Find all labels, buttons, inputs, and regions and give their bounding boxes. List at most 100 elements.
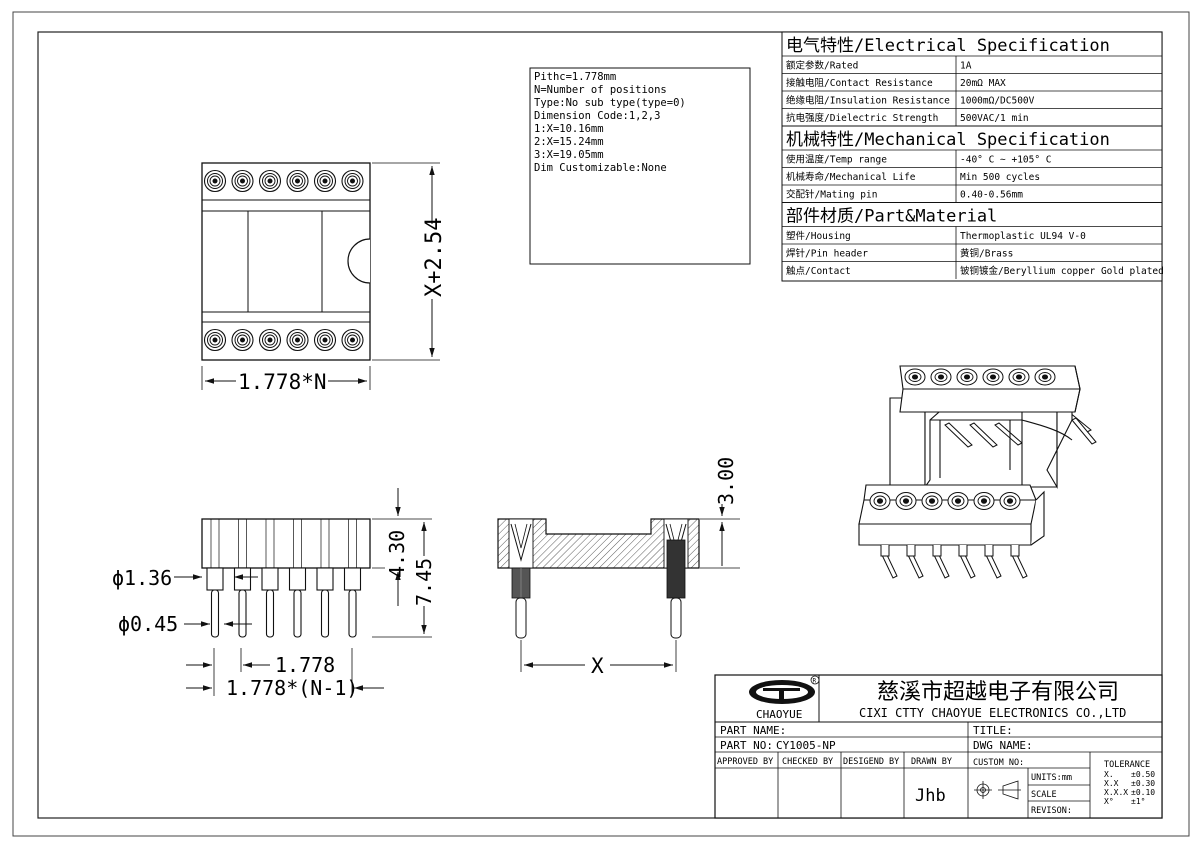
- note-line: 2:X=15.24mm: [534, 136, 604, 148]
- cross-section-view: [497, 518, 700, 639]
- iso-pin: [906, 545, 924, 579]
- tolerance-key: X°: [1104, 797, 1114, 806]
- contact-hole-icon: [203, 169, 227, 193]
- dim-pitch: 1.778: [275, 653, 335, 677]
- tolerance-value: ±1°: [1131, 797, 1145, 806]
- isometric-view: [858, 365, 1097, 579]
- spec-label: 抗电强度/Dielectric Strength: [786, 112, 938, 124]
- spec-section-header: 部件材质/Part&Material: [786, 207, 997, 227]
- side-pin: [316, 519, 334, 638]
- spec-value: 0.40-0.56mm: [960, 190, 1023, 201]
- contact-hole-icon: [231, 328, 254, 352]
- side-pin: [261, 519, 279, 638]
- contact-hole-icon: [231, 169, 254, 193]
- side-pin: [206, 519, 224, 638]
- spec-label: 额定参数/Rated: [786, 60, 858, 72]
- iso-pin: [880, 545, 898, 579]
- iso-back-pin: [944, 422, 973, 448]
- side-pin: [343, 519, 362, 638]
- iso-hole-icon: [904, 368, 926, 386]
- note-line: 3:X=19.05mm: [534, 149, 604, 161]
- iso-pin: [932, 545, 950, 579]
- spec-value: Min 500 cycles: [960, 172, 1040, 183]
- iso-back-pin: [994, 422, 1023, 446]
- tolerance-value: ±0.30: [1131, 779, 1155, 788]
- note-line: N=Number of positions: [534, 84, 667, 96]
- dim-width-top: 1.778*N: [201, 366, 371, 394]
- drawn-by-value: Jhb: [915, 786, 946, 806]
- note-line: Dim Customizable:None: [534, 162, 667, 174]
- scale-label: SCALE: [1031, 790, 1057, 800]
- spec-label: 机械寿命/Mechanical Life: [786, 171, 916, 183]
- contact-hole-icon: [258, 169, 282, 193]
- contact-hole-icon: [203, 328, 227, 352]
- spec-value: 1000mΩ/DC500V: [960, 96, 1035, 107]
- dim-width-label: 1.778*N: [238, 370, 327, 394]
- dim-pin-diameter: ϕ0.45: [118, 612, 178, 636]
- inner-border: [37, 31, 1163, 819]
- dwg-name-label: DWG NAME:: [973, 739, 1033, 752]
- dim-x-label: X: [591, 654, 604, 678]
- spec-label: 绝缘电阻/Insulation Resistance: [786, 95, 950, 107]
- tolerance-key: X.X: [1104, 779, 1119, 788]
- title-block: R CHAOYUE 慈溪市超越电子有限公司 CIXI CTTY CHAOYUE …: [714, 674, 1163, 819]
- dim-total-height: 7.45: [412, 558, 436, 606]
- iso-hole-icon: [1008, 368, 1030, 386]
- iso-pin: [984, 545, 1002, 579]
- iso-hole-icon: [947, 492, 969, 510]
- dim-body-height: 4.30: [385, 530, 409, 578]
- cross-section-dims: 3.00 X: [520, 452, 740, 678]
- company-logo: R CHAOYUE: [749, 675, 820, 721]
- dim-body-diameter: ϕ1.36: [112, 566, 172, 590]
- top-view: [201, 162, 371, 361]
- iso-hole-icon: [1034, 368, 1056, 386]
- contact-hole-icon: [258, 328, 282, 352]
- drawn-by-label: DRAWN BY: [911, 757, 952, 767]
- iso-hole-icon: [956, 368, 978, 386]
- spec-section-header: 机械特性/Mechanical Specification: [786, 130, 1110, 150]
- note-line: Pithc=1.778mm: [534, 71, 616, 83]
- spec-label: 交配针/Mating pin: [786, 189, 877, 201]
- contact-hole-icon: [341, 328, 364, 352]
- side-pin: [288, 519, 307, 638]
- spec-label: 塑件/Housing: [786, 230, 851, 242]
- iso-hole-icon: [869, 492, 891, 510]
- spec-value: 20mΩ MAX: [960, 78, 1006, 89]
- spec-value: 铍铜镀金/Beryllium copper Gold plated: [960, 265, 1164, 277]
- company-name-en: CIXI CTTY CHAOYUE ELECTRONICS CO.,LTD: [859, 706, 1126, 720]
- tolerance-title: TOLERANCE: [1104, 760, 1150, 770]
- contact-hole-icon: [286, 328, 309, 352]
- spec-value: 黄铜/Brass: [960, 248, 1013, 260]
- projection-symbol: [974, 780, 1021, 800]
- tolerance-key: X.X.X: [1104, 788, 1128, 797]
- spec-section-header: 电气特性/Electrical Specification: [786, 36, 1110, 56]
- spec-label: 触点/Contact: [786, 265, 851, 277]
- part-no-label: PART NO:: [720, 739, 773, 752]
- spec-table: 电气特性/Electrical Specification 额定参数/Rated 1…: [781, 31, 1164, 282]
- checked-by-label: CHECKED BY: [782, 757, 833, 767]
- contact-hole-icon: [313, 328, 337, 352]
- tolerance-key: X.: [1104, 770, 1114, 779]
- note-line: Dimension Code:1,2,3: [534, 110, 660, 122]
- iso-hole-icon: [895, 492, 917, 510]
- notes-box: [529, 67, 751, 265]
- units-label: UNITS:mm: [1031, 773, 1072, 783]
- company-name-cn: 慈溪市超越电子有限公司: [877, 680, 1119, 705]
- contact-hole-icon: [286, 169, 309, 193]
- tolerance-value: ±0.10: [1131, 788, 1155, 797]
- note-line: Type:No sub type(type=0): [534, 97, 686, 109]
- note-line: 1:X=10.16mm: [534, 123, 604, 135]
- spec-value: -40° C ~ +105° C: [960, 155, 1052, 166]
- logo-text: CHAOYUE: [756, 708, 802, 721]
- spec-value: Thermoplastic UL94 V-0: [960, 231, 1086, 242]
- svg-text:R: R: [813, 678, 817, 685]
- side-pin: [233, 519, 252, 638]
- iso-back-pin: [969, 422, 998, 448]
- side-view: [201, 518, 371, 638]
- part-no-value: CY1005-NP: [776, 739, 836, 752]
- iso-pin: [1010, 545, 1028, 579]
- side-view-dims: 4.30 7.45 ϕ1.36 ϕ0.45 1.778 1.778*(N-1): [112, 488, 436, 700]
- dim-span: 1.778*(N-1): [226, 676, 358, 700]
- iso-back-pin: [1071, 417, 1097, 445]
